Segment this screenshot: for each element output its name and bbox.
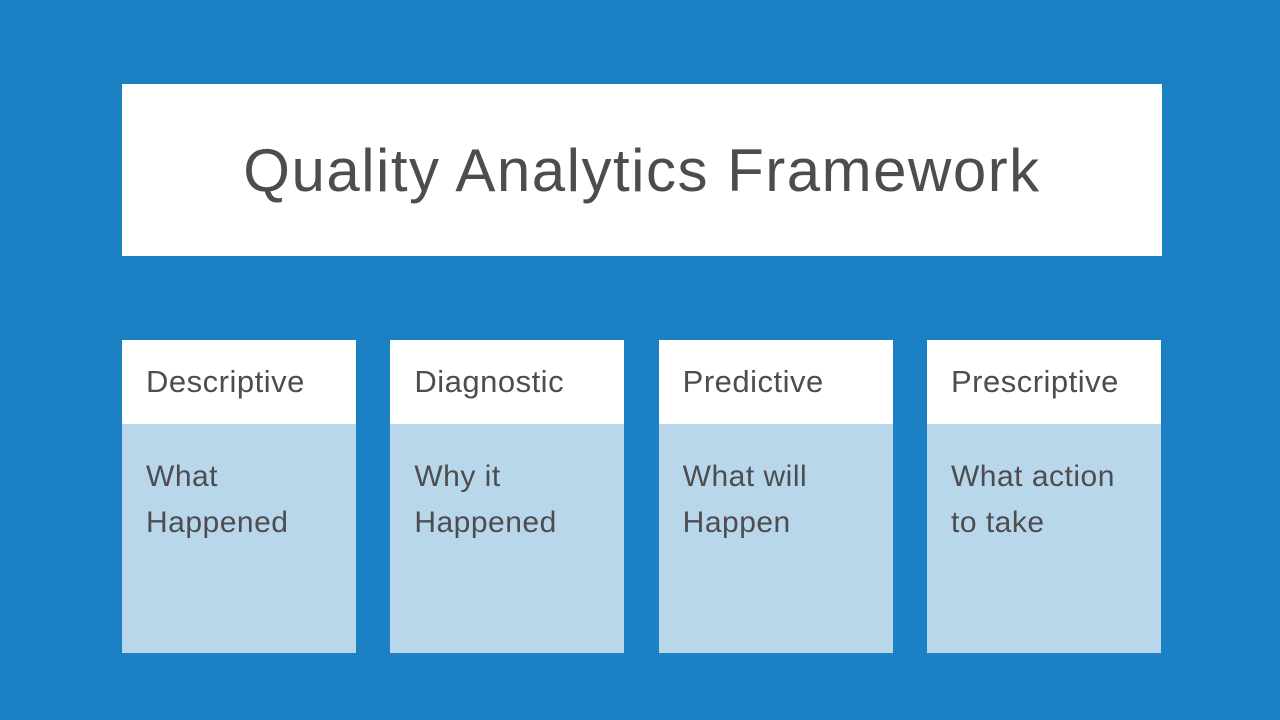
card-diagnostic-header: Diagnostic	[390, 340, 625, 424]
title-box: Quality Analytics Framework	[122, 84, 1162, 256]
page-title: Quality Analytics Framework	[243, 136, 1041, 204]
card-descriptive-body: What Happened	[122, 424, 356, 653]
card-predictive-body: What will Happen	[658, 424, 893, 653]
card-prescriptive-body: What action to take	[926, 424, 1161, 653]
card-predictive: Predictive What will Happen	[658, 340, 893, 653]
card-diagnostic-body: Why it Happened	[390, 424, 625, 653]
card-prescriptive: Prescriptive What action to take	[926, 340, 1161, 653]
card-descriptive-header: Descriptive	[122, 340, 356, 424]
card-diagnostic: Diagnostic Why it Happened	[390, 340, 625, 653]
card-prescriptive-header: Prescriptive	[926, 340, 1161, 424]
cards-row: Descriptive What Happened Diagnostic Why…	[122, 340, 1161, 653]
card-descriptive: Descriptive What Happened	[122, 340, 356, 653]
card-predictive-header: Predictive	[658, 340, 893, 424]
